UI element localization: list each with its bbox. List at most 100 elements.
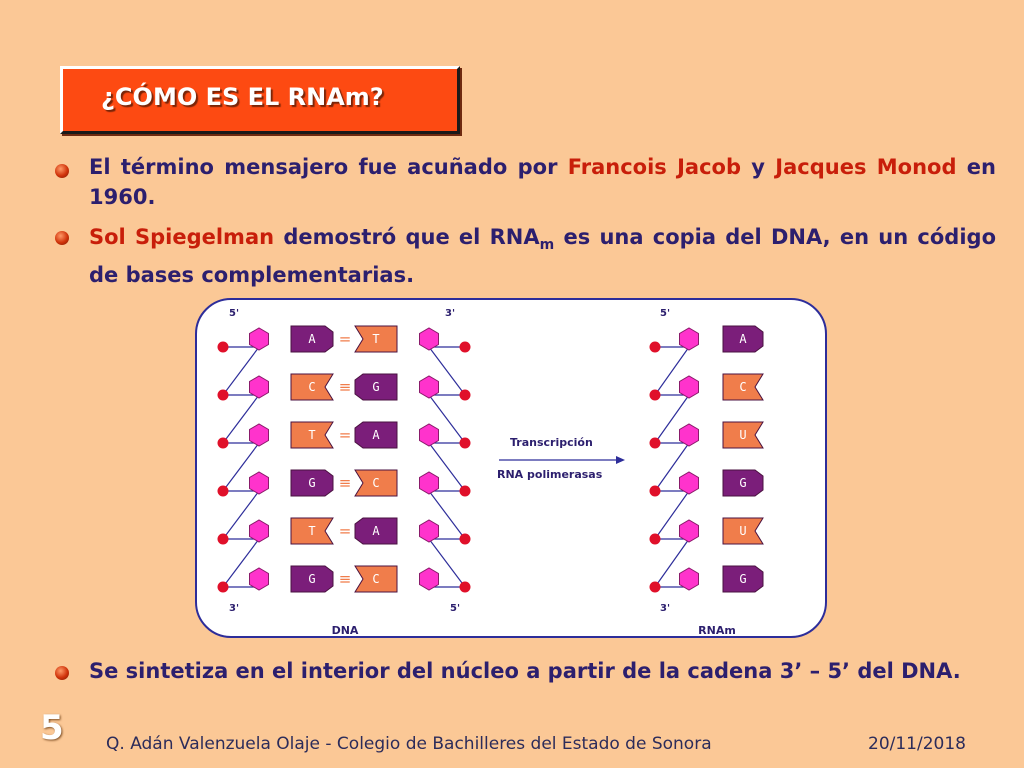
arrow-label-transcripcion: Transcripción (510, 436, 593, 449)
rna-phosphate-3 (649, 485, 661, 497)
dna-left-base-1-label: C (308, 380, 315, 394)
dna-left-base-2-shape (290, 421, 334, 449)
rna-phosphate-4 (649, 533, 661, 545)
dna-right-sugar-0 (419, 327, 439, 351)
dna-left-base-0-shape (290, 325, 334, 353)
dna-right-phosphate-2 (459, 437, 471, 449)
paragraph-2: Sol Spiegelman demostró que el RNAm es u… (89, 222, 996, 290)
dna-right-base-4-shape (354, 517, 398, 545)
para2-pre: demostró que el RNA (274, 225, 540, 249)
dna-left-backbone-4 (222, 538, 260, 588)
rna-bottom-end: 3' (660, 603, 670, 614)
dna-right-base-3-label: C (372, 476, 379, 490)
dna-right-backbone-4 (428, 538, 466, 588)
rna-base-1-label: C (739, 380, 746, 394)
dna-left-base-0-label: A (308, 332, 316, 346)
slide-title: ¿CÓMO ES EL RNAm? (101, 83, 384, 111)
rna-base-3-label: G (739, 476, 746, 490)
para3-text: Se sintetiza en el interior del núcleo a… (89, 659, 961, 683)
dna-left-backbone-1 (222, 394, 260, 444)
dna-left-phosphate-5 (217, 581, 229, 593)
rna-phosphate-5 (649, 581, 661, 593)
rna-phosphate-0 (649, 341, 661, 353)
rna-sugar-4 (679, 519, 699, 543)
dna-right-backbone-1 (428, 394, 466, 444)
rna-backbone-0 (654, 346, 690, 396)
rna-base-0-shape (722, 325, 764, 353)
rna-base-4-label: U (739, 524, 746, 538)
dna-right-sugar-3 (419, 471, 439, 495)
dna-left-base-2-label: T (308, 428, 315, 442)
rna-base-4-shape (722, 517, 764, 545)
dna-right-base-1-shape (354, 373, 398, 401)
rna-sugar-5 (679, 567, 699, 591)
para2-post: es una copia del DNA, en un código de ba… (89, 225, 996, 287)
hydrogen-bond-4: = (339, 522, 352, 540)
hydrogen-bond-5: ≡ (339, 570, 352, 588)
rna-base-2-shape (722, 421, 764, 449)
paragraph-1: El término mensajero fue acuñado por Fra… (89, 152, 996, 212)
arrow-head-icon (616, 456, 625, 464)
dna-left-sugar-0 (249, 327, 269, 351)
dna-left-top-end: 5' (229, 308, 239, 319)
rna-sugar-3 (679, 471, 699, 495)
rna-backbone-1 (654, 394, 690, 444)
dna-left-sugar-1 (249, 375, 269, 399)
dna-left-base-5-label: G (308, 572, 315, 586)
rna-base-5-shape (722, 565, 764, 593)
dna-left-backbone-2 (222, 442, 260, 492)
dna-right-base-0-shape (354, 325, 398, 353)
dna-right-base-1-label: G (372, 380, 379, 394)
dna-right-phosphate-5 (459, 581, 471, 593)
para1-post: en 1960. (89, 155, 996, 209)
dna-right-bottom-end: 5' (450, 603, 460, 614)
rna-base-1-shape (722, 373, 764, 401)
dna-right-top-end: 3' (445, 308, 455, 319)
dna-right-backbone-0 (428, 346, 466, 396)
dna-left-phosphate-1 (217, 389, 229, 401)
dna-left-sugar-3 (249, 471, 269, 495)
para1-text: El término mensajero fue acuñado por (89, 155, 568, 179)
slide-number: 5 (40, 708, 64, 748)
rna-base-2-label: U (739, 428, 746, 442)
rna-backbone-2 (654, 442, 690, 492)
dna-right-base-2-shape (354, 421, 398, 449)
dna-left-base-1-shape (290, 373, 334, 401)
footer-author: Q. Adán Valenzuela Olaje - Colegio de Ba… (106, 734, 712, 754)
title-box: ¿CÓMO ES EL RNAm? (60, 66, 460, 134)
bullet-icon (55, 164, 69, 178)
rna-top-end: 5' (660, 308, 670, 319)
dna-right-sugar-5 (419, 567, 439, 591)
dna-left-phosphate-4 (217, 533, 229, 545)
dna-right-sugar-2 (419, 423, 439, 447)
para1-mid: y (740, 155, 776, 179)
para2-subscript: m (539, 237, 555, 253)
rnam-caption: RNAm (698, 624, 736, 637)
dna-right-phosphate-4 (459, 533, 471, 545)
dna-right-phosphate-0 (459, 341, 471, 353)
name-francois-jacob: Francois Jacob (567, 155, 741, 179)
dna-left-phosphate-3 (217, 485, 229, 497)
dna-right-base-2-label: A (372, 428, 380, 442)
dna-left-base-4-label: T (308, 524, 315, 538)
bullet-icon (55, 666, 69, 680)
dna-left-sugar-4 (249, 519, 269, 543)
rna-backbone-4 (654, 538, 690, 588)
hydrogen-bond-0: = (339, 330, 352, 348)
dna-right-backbone-2 (428, 442, 466, 492)
dna-right-base-5-label: C (372, 572, 379, 586)
hydrogen-bond-2: = (339, 426, 352, 444)
rna-sugar-1 (679, 375, 699, 399)
dna-left-phosphate-0 (217, 341, 229, 353)
dna-left-sugar-5 (249, 567, 269, 591)
dna-left-backbone-0 (222, 346, 260, 396)
rna-backbone-3 (654, 490, 690, 540)
dna-left-base-4-shape (290, 517, 334, 545)
dna-right-base-5-shape (354, 565, 398, 593)
footer-date: 20/11/2018 (868, 734, 966, 754)
rna-base-0-label: A (739, 332, 747, 346)
dna-left-base-5-shape (290, 565, 334, 593)
rna-sugar-2 (679, 423, 699, 447)
arrow-label-rna-polimerasas: RNA polimerasas (497, 468, 603, 481)
